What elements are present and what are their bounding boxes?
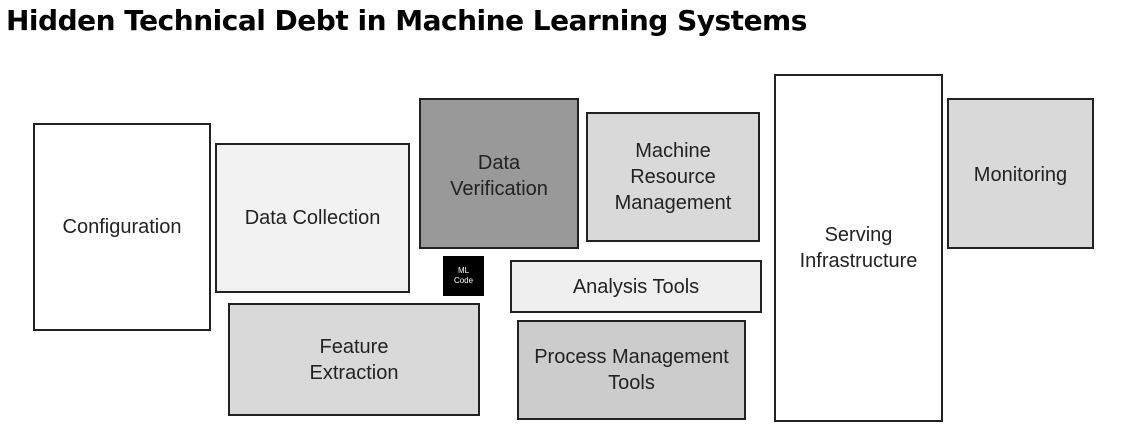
box-label: Data Verification [450,152,548,200]
box-label: ML Code [453,266,474,285]
box-label: Analysis Tools [572,275,700,298]
feature-extraction-box: Feature Extraction [228,303,480,416]
process-management-tools-box: Process Management Tools [517,320,746,420]
box-label: Feature Extraction [309,335,399,384]
configuration-box: Configuration [33,123,211,331]
machine-resource-management-box: Machine Resource Management [586,112,760,242]
box-label: Machine Resource Management [614,140,732,214]
box-label: Monitoring [973,164,1068,186]
monitoring-box: Monitoring [947,98,1094,249]
ml-code-box: ML Code [443,256,484,296]
box-label: Serving Infrastructure [799,224,918,272]
box-label: Process Management Tools [534,346,729,394]
box-label: Configuration [62,216,182,238]
data-verification-box: Data Verification [419,98,579,249]
box-label: Data Collection [244,207,381,229]
data-collection-box: Data Collection [215,143,410,293]
page-title: Hidden Technical Debt in Machine Learnin… [6,4,807,37]
serving-infrastructure-box: Serving Infrastructure [774,74,943,422]
analysis-tools-box: Analysis Tools [510,260,762,313]
